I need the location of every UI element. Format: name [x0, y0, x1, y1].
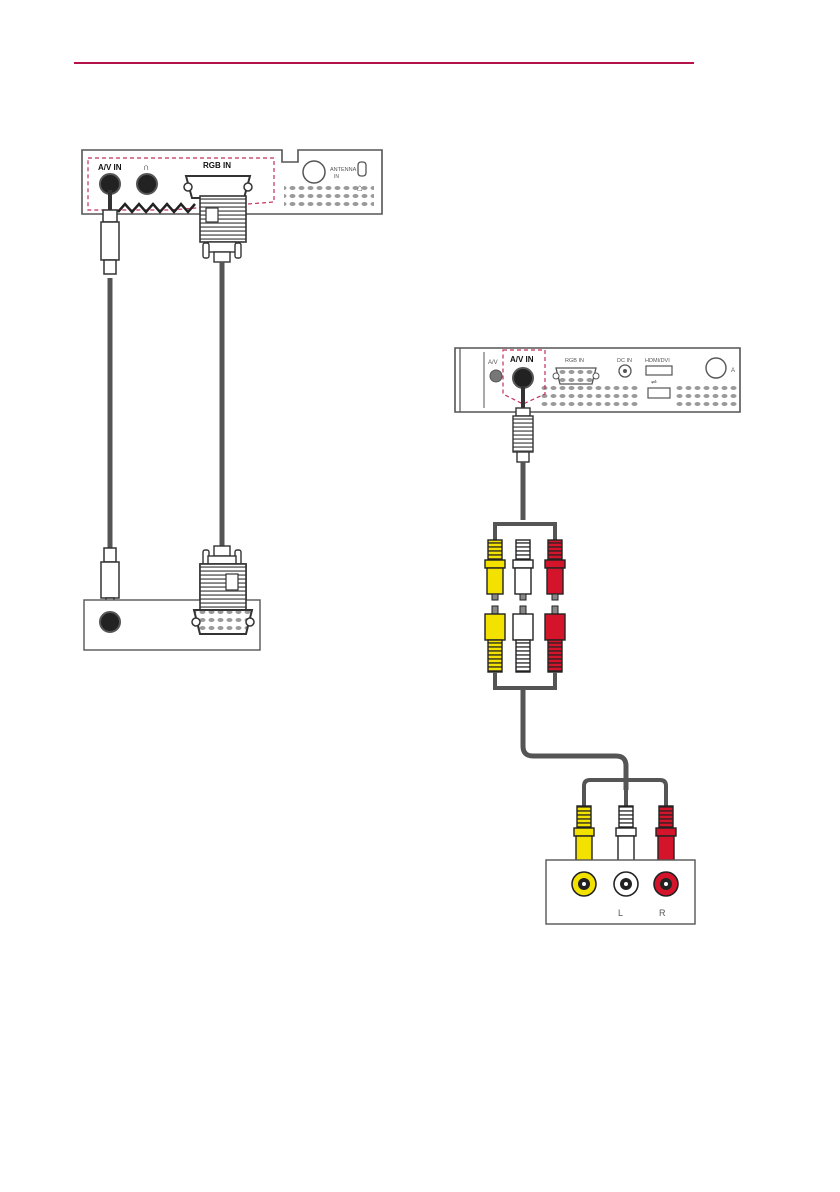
projector-rear-right: A/V A/V IN RGB IN DC IN HDMI/DVI ⇌ A: [455, 348, 740, 412]
yellow-video-plug-device: [577, 806, 591, 828]
av-in-label: A/V IN: [98, 163, 122, 172]
extra-label: A: [731, 368, 735, 374]
usb-icon: ⇌: [651, 379, 657, 386]
rgb-port: [186, 176, 250, 198]
av-small-label: A/V: [488, 360, 498, 366]
av-in-label-right: A/V IN: [510, 355, 534, 364]
dc-in-label: DC IN: [617, 358, 632, 364]
source-device-right: L R: [546, 860, 695, 924]
rgb-in-label-right: RGB IN: [565, 358, 584, 364]
left-panel: ANTENNA IN ⌂ A/V IN ∩ RGB IN: [82, 150, 382, 650]
left-audio-label: L: [618, 908, 623, 918]
red-audio-plug-device: [659, 806, 673, 828]
device-rgb-port: [194, 610, 252, 634]
av-in-port-right: [513, 368, 533, 388]
rgb-in-label: RGB IN: [203, 161, 231, 170]
rca-splitter-upper: [485, 524, 565, 600]
white-audio-plug-upper: [516, 540, 530, 560]
device-av-port: [100, 612, 120, 632]
rca-cable: [523, 688, 626, 790]
right-panel: A/V A/V IN RGB IN DC IN HDMI/DVI ⇌ A: [455, 348, 740, 924]
red-audio-plug-upper: [548, 540, 562, 560]
lock-slot: [358, 162, 366, 176]
hdmi-label: HDMI/DVI: [645, 358, 670, 364]
antenna-port: [303, 161, 325, 183]
rca-plugs-device: [574, 780, 676, 870]
white-audio-plug-device: [619, 806, 633, 828]
headphone-port: [137, 174, 157, 194]
yellow-video-plug-upper: [488, 540, 502, 560]
white-audio-plug-lower: [513, 614, 533, 640]
yellow-video-plug-lower: [485, 614, 505, 640]
headphone-icon: ∩: [143, 162, 150, 172]
antenna-sub-label: IN: [334, 174, 339, 180]
red-audio-plug-lower: [545, 614, 565, 640]
right-audio-label: R: [659, 908, 666, 918]
rgb-cable: [200, 196, 246, 610]
rca-splitter-lower: [485, 606, 565, 688]
av-mini-jack-cable: [101, 190, 119, 618]
home-icon: ⌂: [357, 183, 363, 194]
antenna-label: ANTENNA: [330, 167, 357, 173]
